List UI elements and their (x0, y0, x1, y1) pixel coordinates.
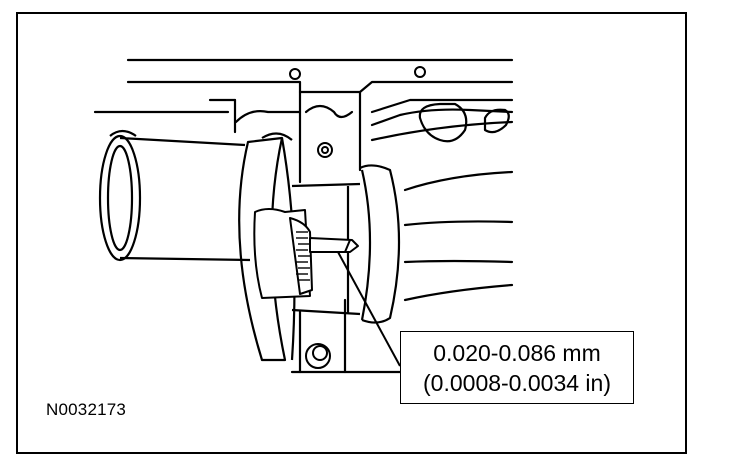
engine-block-outline (93, 58, 514, 374)
dial-indicator (253, 208, 359, 299)
figure-frame (16, 12, 687, 454)
spec-imperial: (0.0008-0.0034 in) (423, 369, 611, 396)
leader-line (337, 251, 401, 367)
crankshaft-snout (98, 129, 251, 262)
spec-metric: 0.020-0.086 mm (433, 339, 601, 366)
endplay-spec-callout: 0.020-0.086 mm (0.0008-0.0034 in) (400, 331, 634, 404)
bolt-holes (289, 66, 426, 369)
dial-scale (296, 231, 310, 281)
figure-id: N0032173 (46, 400, 127, 419)
